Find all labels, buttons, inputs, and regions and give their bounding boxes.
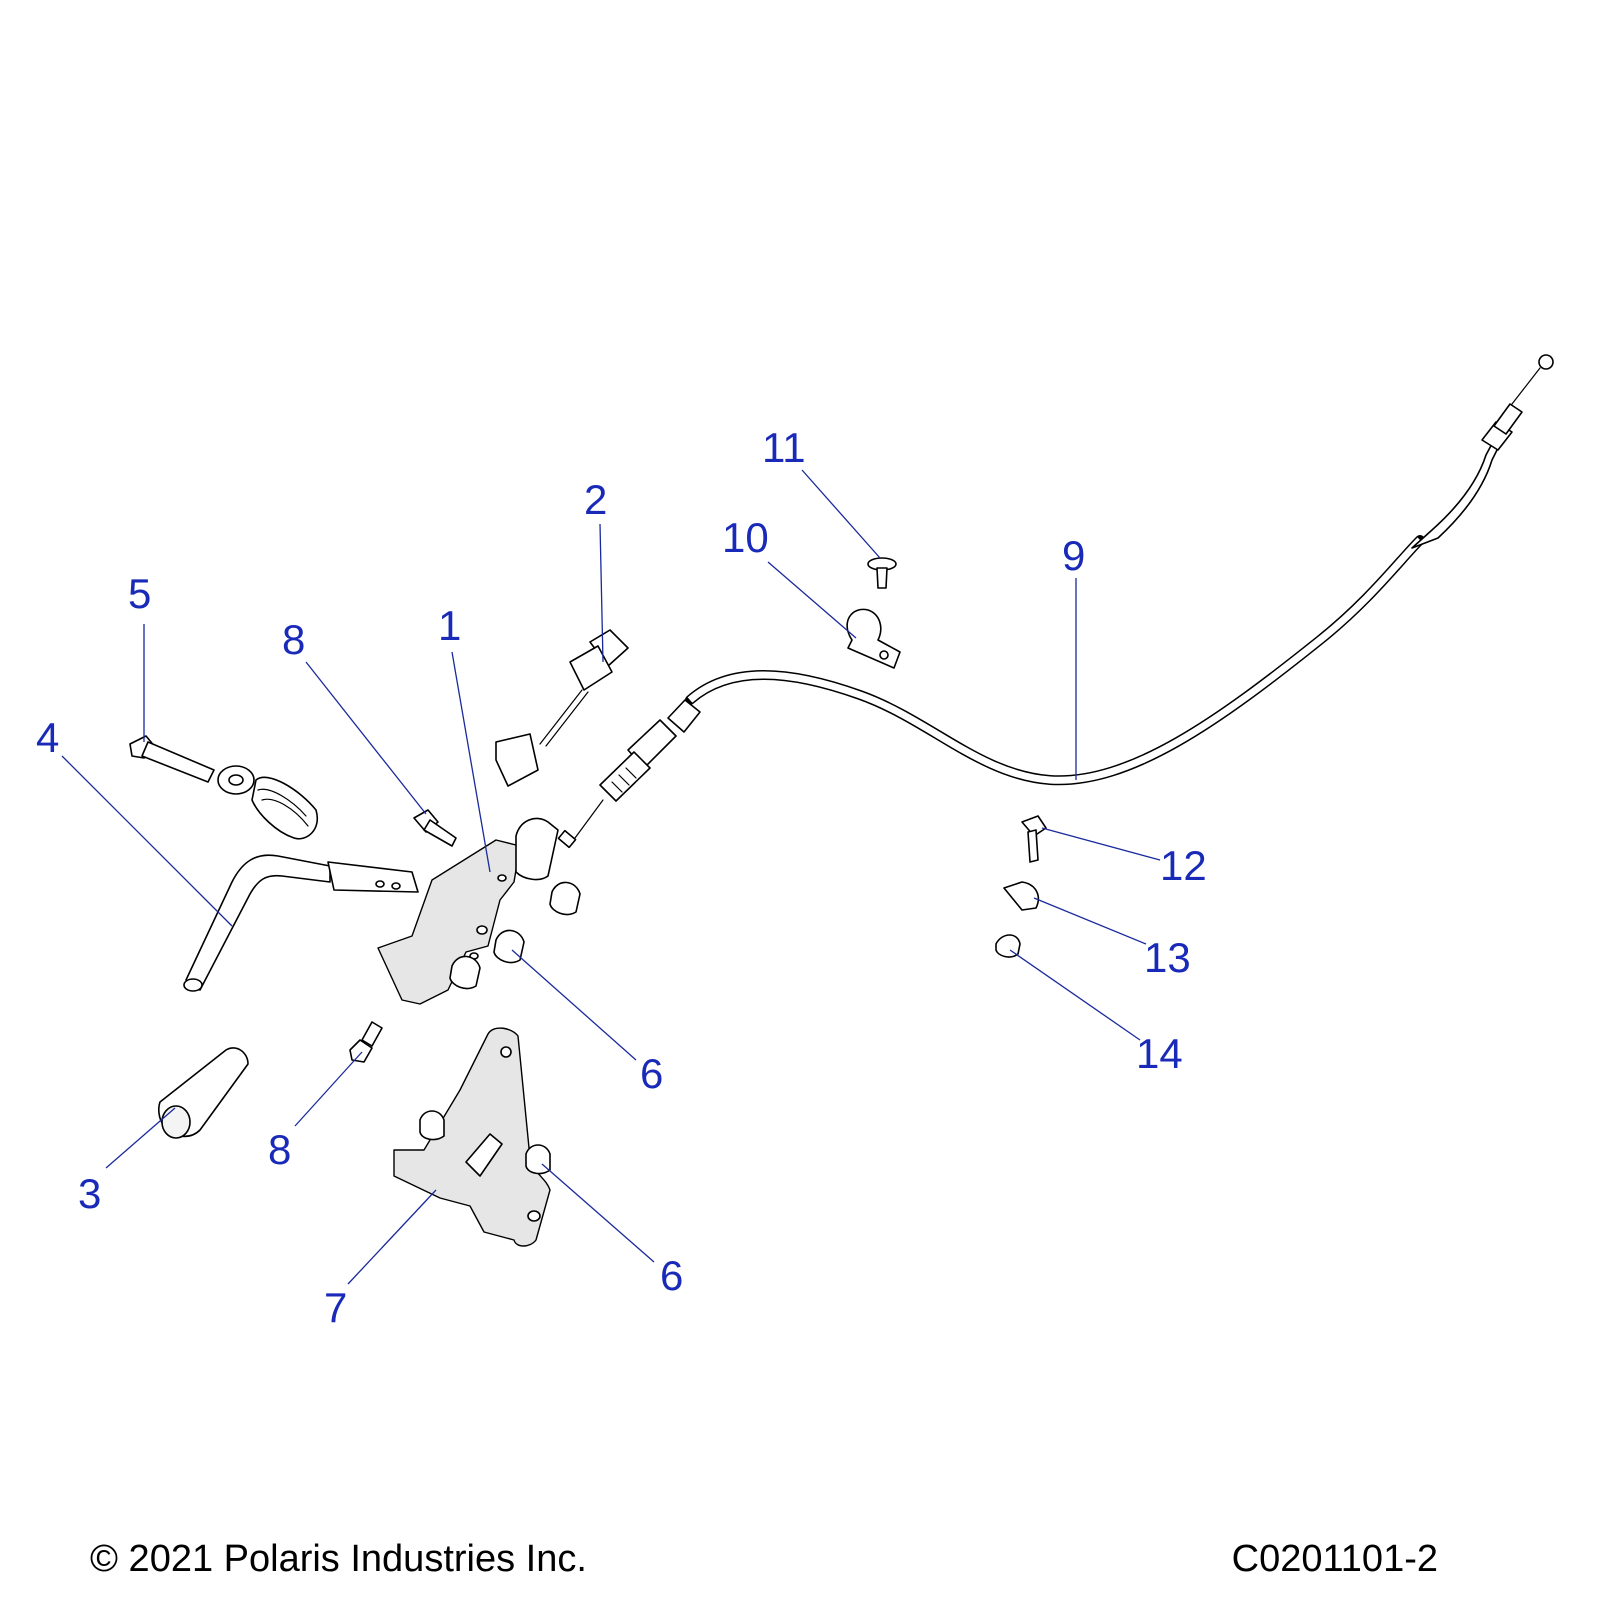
part-pedal-bracket xyxy=(377,817,559,1005)
leader-12 xyxy=(1041,827,1161,861)
callout-14: 14 xyxy=(1136,1030,1183,1077)
callout-9: 9 xyxy=(1062,532,1085,579)
leader-3 xyxy=(105,1107,176,1169)
callout-8-upper: 8 xyxy=(282,616,305,663)
copyright-text: © 2021 Polaris Industries Inc. xyxy=(90,1538,587,1580)
leader-7 xyxy=(347,1189,437,1285)
part-cable xyxy=(557,354,1554,849)
part-switch-harness xyxy=(495,629,629,787)
part-clamp xyxy=(846,608,901,669)
leader-6a xyxy=(511,949,637,1061)
drawing-number: C0201101-2 xyxy=(1231,1538,1438,1580)
callout-6-lower: 6 xyxy=(660,1252,683,1299)
callout-7: 7 xyxy=(324,1284,347,1331)
leader-8a xyxy=(305,661,427,815)
leader-14 xyxy=(1009,949,1141,1041)
leader-2 xyxy=(599,523,604,663)
callout-11: 11 xyxy=(762,424,806,471)
callout-12: 12 xyxy=(1160,842,1207,889)
part-mount-bracket xyxy=(393,1027,551,1247)
leader-6b xyxy=(541,1163,655,1263)
callout-5: 5 xyxy=(128,570,151,617)
leader-4 xyxy=(61,755,233,927)
part-shoulder-bolt-lower xyxy=(349,1021,383,1063)
part-lever xyxy=(183,854,419,992)
part-grip xyxy=(158,1047,249,1139)
callout-4: 4 xyxy=(36,714,59,761)
callout-1: 1 xyxy=(438,602,461,649)
leader-13 xyxy=(1033,897,1147,945)
callout-10: 10 xyxy=(722,514,769,561)
leader-11 xyxy=(801,469,881,559)
part-hardware-right xyxy=(995,815,1047,958)
leader-10 xyxy=(767,561,857,639)
callout-2: 2 xyxy=(584,476,607,523)
callout-6-upper: 6 xyxy=(640,1050,663,1097)
callout-13: 13 xyxy=(1144,934,1191,981)
callout-3: 3 xyxy=(78,1170,101,1217)
part-push-rivet xyxy=(867,557,897,589)
part-flange-nuts-upper xyxy=(449,881,581,990)
part-bolt-assembly xyxy=(129,735,319,840)
callout-8-lower: 8 xyxy=(268,1126,291,1173)
part-shoulder-bolt-upper xyxy=(413,809,457,847)
leader-8b xyxy=(294,1051,363,1127)
leader-1 xyxy=(451,651,491,873)
